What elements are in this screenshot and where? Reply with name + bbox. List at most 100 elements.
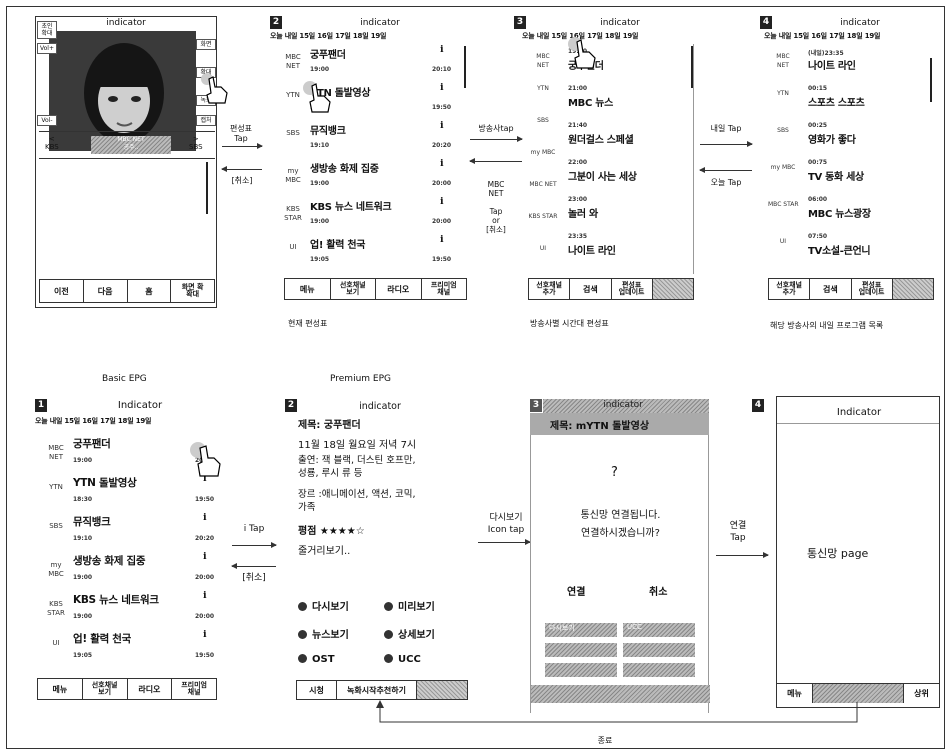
info-i-button[interactable]: i [440, 82, 443, 93]
program-title[interactable]: 영화가 좋다 [808, 131, 856, 146]
search-button[interactable]: 검색 [810, 279, 851, 299]
scrollbar[interactable] [206, 162, 208, 214]
watch-button[interactable]: 시청 [297, 681, 337, 699]
channel-name[interactable]: UI [528, 244, 558, 253]
next-channel-button[interactable]: > SBS [189, 135, 203, 151]
channel-name[interactable]: my MBC [528, 148, 558, 157]
info-i-button[interactable]: i [440, 234, 443, 245]
capture-button[interactable]: 캡처 [196, 115, 216, 126]
radio-button[interactable]: 라디오 [128, 679, 173, 699]
date-tabs[interactable]: 오늘 내일 15일 16일 17일 18일 19일 [35, 416, 151, 426]
channel-name[interactable]: MBC NET [528, 52, 558, 70]
ucc-button[interactable]: UCC [384, 654, 421, 665]
program-title[interactable]: TV소설-큰언니 [808, 242, 870, 257]
add-favorite-button[interactable]: 선호채널 추가 [529, 279, 570, 299]
channel-name[interactable]: KBS STAR [528, 212, 558, 221]
record-recommend-button[interactable]: 녹화시작추천하기 [337, 681, 417, 699]
premium-channel-button[interactable]: 프리미엄 채널 [172, 679, 216, 699]
channel-name[interactable]: SBS [528, 116, 558, 125]
info-i-button[interactable]: i [203, 629, 206, 640]
date-tabs[interactable]: 오늘 내일 15일 16일 17일 18일 19일 [270, 31, 386, 41]
info-i-button[interactable]: i [203, 512, 206, 523]
prev-channel-button[interactable]: < KBS [45, 135, 59, 151]
radio-button[interactable]: 라디오 [376, 279, 422, 299]
fullscreen-button[interactable]: 화면 확 확대 [171, 280, 214, 302]
start-time: 19:00 [73, 613, 92, 620]
update-schedule-button[interactable]: 편성표 업데이트 [852, 279, 893, 299]
synopsis-link[interactable]: 줄거리보기.. [298, 542, 350, 557]
scrollbar[interactable] [464, 46, 466, 88]
menu-button[interactable]: 메뉴 [285, 279, 331, 299]
channel-name[interactable]: MBC STAR [768, 200, 798, 209]
program-title: 생방송 화제 집중 [310, 160, 379, 175]
favorite-channels-button[interactable]: 선호채널 보기 [331, 279, 377, 299]
scrollbar[interactable] [691, 46, 693, 88]
zoom-button[interactable]: 초인 확대 [37, 21, 57, 39]
program-title[interactable]: 나이트 라인 [568, 242, 616, 257]
info-i-button[interactable]: i [440, 120, 443, 131]
program-title[interactable]: 스포츠 스포츠 [808, 94, 865, 109]
start-time: 19:00 [73, 574, 92, 581]
volume-up-button[interactable]: Vol+ [37, 43, 57, 54]
program-title[interactable]: TV 동화 세상 [808, 168, 864, 183]
info-i-button[interactable]: i [440, 196, 443, 207]
screen-button[interactable]: 화면 [196, 39, 216, 50]
home-button[interactable]: 홈 [128, 280, 172, 302]
program-title[interactable]: 그분이 사는 세상 [568, 168, 637, 183]
channel-name[interactable]: MBC NET [528, 180, 558, 189]
channel-name[interactable]: SBS [768, 126, 798, 135]
start-time: 19:00 [73, 457, 92, 464]
channel-name[interactable]: MBC NET [768, 52, 798, 70]
rewatch-icon [298, 602, 307, 611]
arrow-right-2-3 [470, 139, 522, 140]
premium-channel-button[interactable]: 프리미엄 채널 [422, 279, 467, 299]
info-i-button[interactable]: i [203, 590, 206, 601]
favorite-channels-button[interactable]: 선호채널 보기 [83, 679, 128, 699]
prev-button[interactable]: 이전 [40, 280, 84, 302]
preview-button[interactable]: 미리보기 [384, 598, 435, 613]
channel-name[interactable]: my MBC [768, 163, 798, 172]
details-button[interactable]: 상세보기 [384, 626, 435, 641]
program-title[interactable]: 놀러 와 [568, 205, 598, 220]
hand-pointer-icon [188, 440, 226, 478]
caption-current-schedule: 현재 편성표 [288, 318, 327, 329]
info-i-button[interactable]: i [203, 551, 206, 562]
date-tabs[interactable]: 오늘 내일 15일 16일 17일 18일 19일 [764, 31, 880, 41]
info-i-button[interactable]: i [440, 44, 443, 55]
end-time: 20:20 [195, 535, 214, 542]
step-number-2: 2 [270, 16, 282, 29]
channel-name[interactable]: YTN [768, 89, 798, 98]
program-title[interactable]: MBC 뉴스 [568, 94, 613, 109]
news-button[interactable]: 뉴스보기 [298, 626, 349, 641]
volume-down-button[interactable]: Vol- [37, 115, 57, 126]
update-schedule-button[interactable]: 편성표 업데이트 [612, 279, 653, 299]
ost-button[interactable]: OST [298, 654, 335, 665]
next-button[interactable]: 다음 [84, 280, 128, 302]
start-time: 19:00 [310, 180, 329, 187]
add-favorite-button[interactable]: 선호채널 추가 [769, 279, 810, 299]
program-title[interactable]: 나이트 라인 [808, 57, 856, 72]
scrollbar[interactable] [930, 58, 932, 102]
info-i-button[interactable]: i [440, 158, 443, 169]
channel-name[interactable]: UI [768, 237, 798, 246]
menu-button[interactable]: 메뉴 [38, 679, 83, 699]
slot-time: 21:00 [568, 85, 587, 92]
program-title[interactable]: MBC 뉴스광장 [808, 205, 871, 220]
up-button[interactable]: 상위 [903, 684, 939, 703]
channel-name[interactable]: YTN [528, 84, 558, 93]
program-title[interactable]: 원더걸스 스페셜 [568, 131, 633, 146]
cancel-button[interactable]: 취소 [649, 583, 667, 598]
rewatch-button[interactable]: 다시보기 [298, 598, 349, 613]
search-button[interactable]: 검색 [570, 279, 611, 299]
connect-button[interactable]: 연결 [567, 583, 585, 598]
indicator-label: indicator [340, 401, 420, 412]
